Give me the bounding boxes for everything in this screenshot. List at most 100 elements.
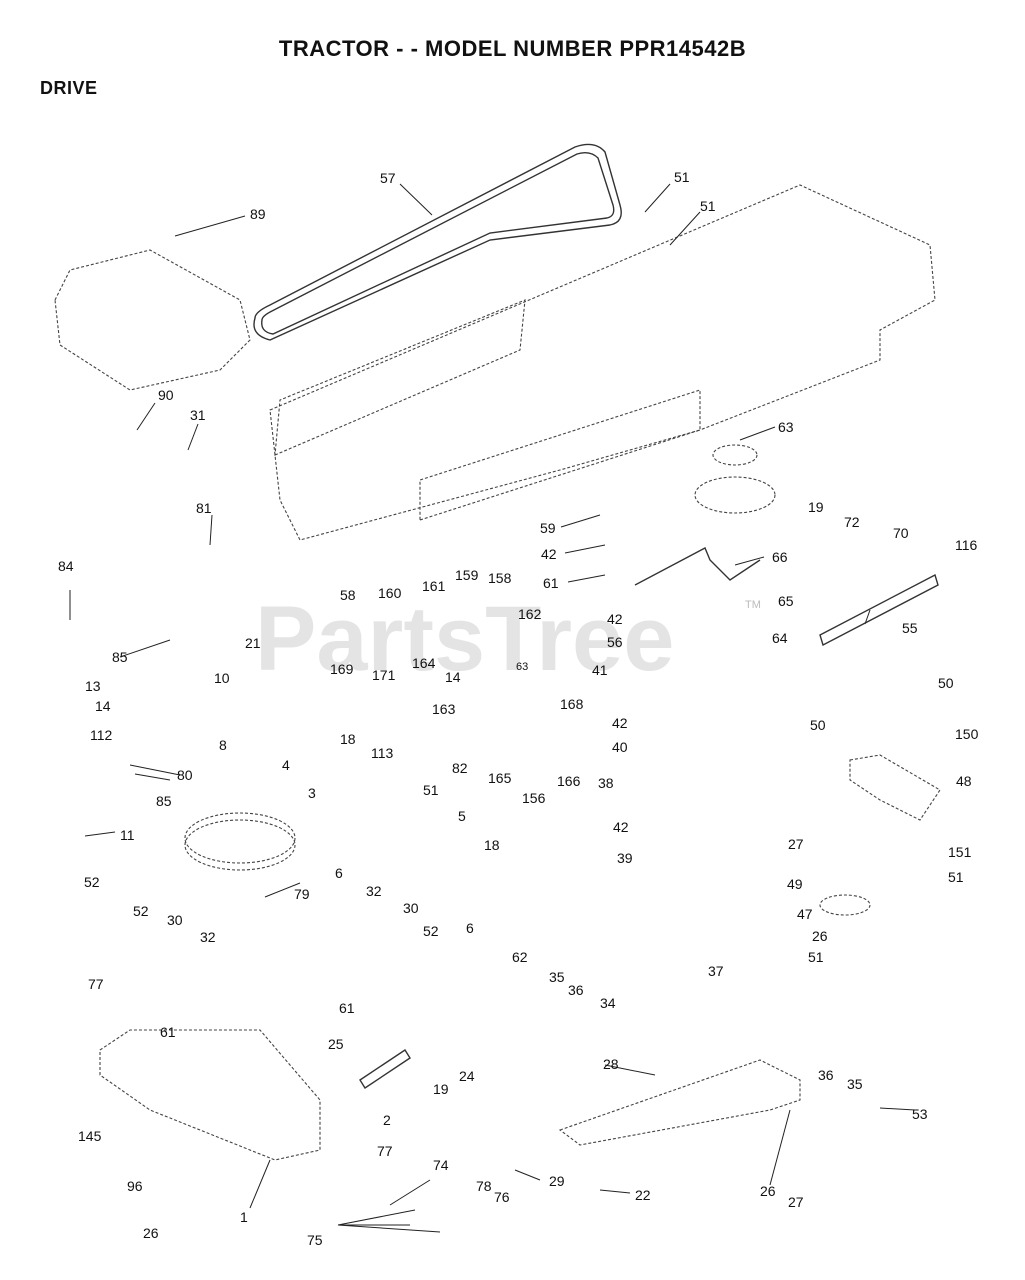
pulley-63 — [694, 476, 776, 514]
callout-26: 26 — [143, 1225, 159, 1241]
callout-8: 8 — [219, 737, 227, 753]
callout-24: 24 — [459, 1068, 475, 1084]
callout-35: 35 — [847, 1076, 863, 1092]
callout-84: 84 — [58, 558, 74, 574]
callout-52: 52 — [423, 923, 439, 939]
front-frame — [54, 249, 251, 391]
callout-74: 74 — [433, 1157, 449, 1173]
callout-63: 63 — [778, 419, 794, 435]
callout-49: 49 — [787, 876, 803, 892]
tractor-frame — [269, 184, 936, 541]
callout-22: 22 — [635, 1187, 651, 1203]
callout-48: 48 — [956, 773, 972, 789]
callout-168: 168 — [560, 696, 584, 712]
callout-85: 85 — [156, 793, 172, 809]
callout-52: 52 — [133, 903, 149, 919]
callout-61: 61 — [160, 1024, 176, 1040]
callout-169: 169 — [330, 661, 354, 677]
callout-166: 166 — [557, 773, 581, 789]
pulley-47 — [819, 894, 871, 916]
callout-34: 34 — [600, 995, 616, 1011]
callout-29: 29 — [549, 1173, 565, 1189]
callout-113: 113 — [371, 745, 394, 761]
callout-40: 40 — [612, 739, 628, 755]
leader-lines — [69, 183, 916, 1233]
pulley-3-top — [184, 812, 296, 864]
callout-10: 10 — [214, 670, 230, 686]
callout-36: 36 — [568, 982, 584, 998]
callout-32: 32 — [200, 929, 216, 945]
callout-30: 30 — [403, 900, 419, 916]
callout-1: 1 — [240, 1209, 248, 1225]
callout-79: 79 — [294, 886, 310, 902]
callout-50: 50 — [938, 675, 954, 691]
callout-77: 77 — [88, 976, 104, 992]
callout-59: 59 — [540, 520, 556, 536]
callout-38: 38 — [598, 775, 614, 791]
callout-58: 58 — [340, 587, 356, 603]
callout-81: 81 — [196, 500, 212, 516]
callout-28: 28 — [603, 1056, 619, 1072]
callout-145: 145 — [78, 1128, 102, 1144]
callout-51: 51 — [700, 198, 716, 214]
watermark-tm: TM — [745, 599, 761, 611]
callout-151: 151 — [948, 844, 972, 860]
callout-55: 55 — [902, 620, 918, 636]
section-heading: DRIVE — [40, 78, 98, 98]
callout-2: 2 — [383, 1112, 391, 1128]
callout-6: 6 — [335, 865, 343, 881]
callout-14: 14 — [445, 669, 461, 685]
callout-70: 70 — [893, 525, 909, 541]
callout-63: 63 — [516, 661, 528, 673]
callout-56: 56 — [607, 634, 623, 650]
callout-89: 89 — [250, 206, 266, 222]
callout-37: 37 — [708, 963, 724, 979]
spring-55 — [819, 573, 939, 647]
callout-51: 51 — [423, 782, 439, 798]
callout-159: 159 — [455, 567, 479, 583]
callout-21: 21 — [245, 635, 261, 651]
callout-72: 72 — [844, 514, 860, 530]
callout-19: 19 — [808, 499, 824, 515]
callout-18: 18 — [484, 837, 500, 853]
callout-42: 42 — [612, 715, 628, 731]
pulley-3 — [184, 819, 296, 871]
callout-171: 171 — [372, 667, 396, 683]
page-title: TRACTOR - - MODEL NUMBER PPR14542B — [278, 36, 747, 61]
spring-25 — [359, 1049, 411, 1089]
callout-41: 41 — [592, 662, 608, 678]
callout-19: 19 — [433, 1081, 449, 1097]
callout-82: 82 — [452, 760, 468, 776]
callout-156: 156 — [522, 790, 546, 806]
callout-11: 11 — [120, 827, 135, 843]
callout-5: 5 — [458, 808, 466, 824]
callout-80: 80 — [177, 767, 193, 783]
callout-35: 35 — [549, 969, 565, 985]
callout-61: 61 — [543, 575, 559, 591]
callout-3: 3 — [308, 785, 316, 801]
callout-158: 158 — [488, 570, 512, 586]
callout-76: 76 — [494, 1189, 510, 1205]
callout-164: 164 — [412, 655, 436, 671]
callout-78: 78 — [476, 1178, 492, 1194]
callout-50: 50 — [810, 717, 826, 733]
callout-150: 150 — [955, 726, 979, 742]
callout-53: 53 — [912, 1106, 928, 1122]
callout-13: 13 — [85, 678, 101, 694]
callout-4: 4 — [282, 757, 290, 773]
callout-62: 62 — [512, 949, 528, 965]
callout-85: 85 — [112, 649, 128, 665]
callout-30: 30 — [167, 912, 183, 928]
callout-42: 42 — [541, 546, 557, 562]
callout-112: 112 — [90, 727, 113, 743]
callout-57: 57 — [380, 170, 396, 186]
pulley-63-hub — [712, 444, 758, 466]
callout-39: 39 — [617, 850, 633, 866]
callout-65: 65 — [778, 593, 794, 609]
shift-shaft — [558, 1059, 801, 1146]
transaxle — [99, 1029, 321, 1161]
callout-32: 32 — [366, 883, 382, 899]
callout-36: 36 — [818, 1067, 834, 1083]
callout-6: 6 — [466, 920, 474, 936]
